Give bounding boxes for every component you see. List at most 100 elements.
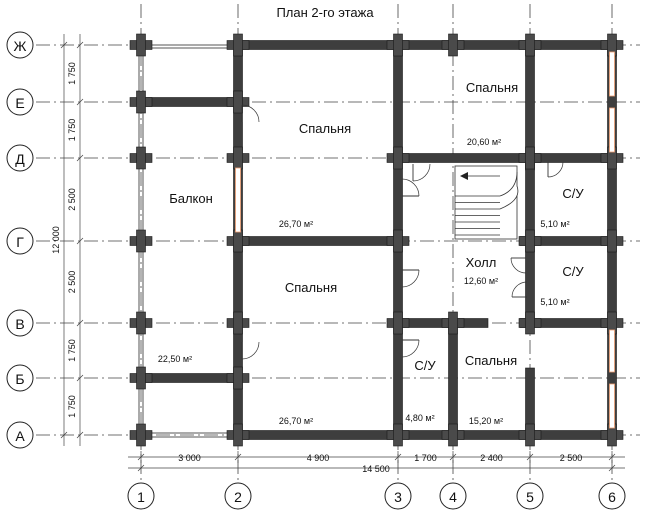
axis-bubble-column: 4 — [439, 482, 467, 510]
dimension-tick — [76, 319, 84, 327]
axis-label: 4 — [449, 489, 457, 505]
log-joint — [233, 423, 243, 447]
wall-horizontal — [237, 430, 618, 440]
doors-and-openings — [235, 51, 615, 429]
dimension-tick — [76, 374, 84, 382]
wall-vertical — [448, 322, 458, 436]
room-name: С/У — [562, 264, 584, 279]
log-joint — [448, 423, 458, 447]
log-joint — [525, 311, 535, 335]
log-joint — [393, 423, 403, 447]
stair-arrow-head — [460, 172, 468, 180]
wall-horizontal — [237, 236, 399, 246]
log-joint — [233, 33, 243, 57]
room-area: 5,10 м² — [540, 297, 569, 307]
room-name: Спальня — [299, 121, 351, 136]
plan-title: План 2-го этажа — [276, 5, 374, 20]
log-joint — [233, 146, 243, 170]
dimension-tick — [234, 453, 242, 461]
door-swing — [401, 339, 420, 358]
log-joint — [525, 229, 535, 253]
log-joint — [525, 423, 535, 447]
dimension-label: 2 500 — [560, 453, 583, 463]
axis-bubble-column: 5 — [516, 482, 544, 510]
dimension-label: 2 500 — [67, 188, 77, 211]
log-joint — [525, 33, 535, 57]
dimension-label: 1 750 — [67, 62, 77, 85]
wall-horizontal — [140, 373, 239, 383]
axis-bubble-row: А — [6, 421, 34, 449]
room: Спальня 26,70 м² — [279, 121, 351, 229]
axis-label: 3 — [394, 489, 402, 505]
log-joint — [448, 311, 458, 335]
room-name: Спальня — [466, 80, 518, 95]
room-name: Балкон — [169, 191, 213, 206]
dimension-tick — [526, 453, 534, 461]
door-swing — [547, 161, 564, 178]
wall-horizontal — [397, 153, 613, 163]
log-joint — [393, 33, 403, 57]
door-swing — [241, 341, 260, 360]
axis-label: 1 — [137, 489, 145, 505]
dimension-total-label: 14 500 — [362, 464, 390, 474]
dimension-total-label: 12 000 — [51, 226, 61, 254]
door-swing — [412, 163, 431, 182]
log-joint — [448, 33, 458, 57]
dimension-tick — [394, 453, 402, 461]
room-name: С/У — [414, 358, 436, 373]
axis-bubble-column: 6 — [598, 482, 626, 510]
window — [609, 107, 615, 153]
room-area: 26,70 м² — [279, 219, 313, 229]
room-area: 4,80 м² — [405, 413, 434, 423]
log-joint — [136, 311, 146, 335]
room-name: С/У — [562, 186, 584, 201]
log-joint — [393, 229, 403, 253]
log-joint — [393, 311, 403, 335]
window — [235, 167, 241, 233]
log-joint — [136, 366, 146, 390]
log-joint — [393, 146, 403, 170]
dimension-tick — [76, 431, 84, 439]
dimension-label: 1 700 — [414, 453, 437, 463]
log-joint — [233, 229, 243, 253]
log-joint — [136, 33, 146, 57]
room: 22,50 м² — [158, 354, 192, 364]
room: С/У 5,10 м² — [540, 186, 584, 229]
room-area: 5,10 м² — [540, 219, 569, 229]
axis-bubble-row: Ж — [6, 31, 34, 59]
window — [609, 51, 615, 97]
axis-bubble-row: Б — [6, 364, 34, 392]
window — [609, 383, 615, 429]
log-joint — [136, 90, 146, 114]
axis-bubble-row: Е — [6, 88, 34, 116]
log-joint — [607, 229, 617, 253]
stair-winder — [499, 185, 519, 210]
dimension-tick — [449, 453, 457, 461]
axis-label: 6 — [608, 489, 616, 505]
axis-label: В — [15, 316, 24, 332]
dimension-tick — [137, 464, 145, 472]
walls — [129, 33, 624, 447]
axis-bubble-column: 1 — [127, 482, 155, 510]
room-area: 22,50 м² — [158, 354, 192, 364]
axis-label: Ж — [14, 38, 27, 54]
door-swing — [511, 281, 528, 298]
dimension-label: 1 750 — [67, 395, 77, 418]
log-joint — [525, 146, 535, 170]
door-swing — [401, 178, 420, 197]
axis-label: Б — [15, 371, 24, 387]
axis-bubble-row: Г — [6, 227, 34, 255]
door-swing — [241, 104, 260, 123]
axis-label: Д — [15, 151, 25, 167]
wall-horizontal — [237, 40, 618, 50]
dimension-label: 1 750 — [67, 339, 77, 362]
dimension-label: 4 900 — [307, 453, 330, 463]
door-swing — [401, 269, 420, 288]
dimension-tick — [76, 41, 84, 49]
